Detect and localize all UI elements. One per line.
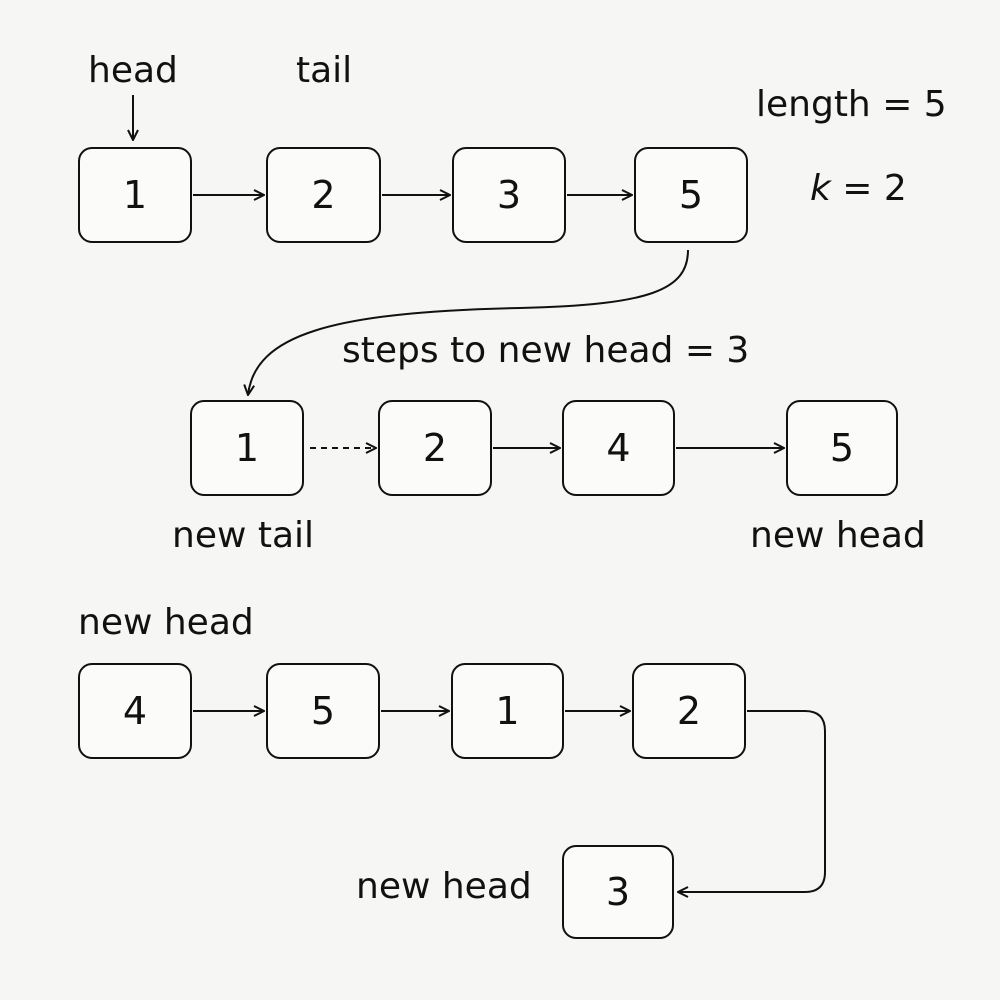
- k-variable: k: [810, 168, 831, 209]
- new-tail-label: new tail: [172, 515, 315, 556]
- k-value: = 2: [830, 168, 907, 209]
- row2-node-4: 5: [786, 400, 898, 496]
- row1-node-1: 1: [78, 147, 192, 243]
- wrap-around-curve-arrow: [248, 249, 689, 395]
- row2-node-1: 1: [190, 400, 304, 496]
- steps-label: steps to new head = 3: [342, 330, 750, 371]
- new-head-label-bottom: new head: [78, 602, 254, 643]
- row3-node-4: 2: [632, 663, 746, 759]
- row2-node-3: 4: [562, 400, 675, 496]
- extra-node-label: new head: [356, 866, 532, 907]
- tail-label: tail: [296, 50, 353, 91]
- row3-node-2: 5: [266, 663, 380, 759]
- elbow-arrow-to-extra-node: [678, 710, 826, 892]
- row3-node-3: 1: [451, 663, 564, 759]
- length-label: length = 5: [756, 84, 947, 125]
- head-label: head: [88, 50, 178, 91]
- row3-node-1: 4: [78, 663, 192, 759]
- new-head-label-middle: new head: [750, 515, 926, 556]
- row2-node-2: 2: [378, 400, 492, 496]
- row1-node-4: 5: [634, 147, 748, 243]
- row1-node-3: 3: [452, 147, 566, 243]
- row1-node-2: 2: [266, 147, 381, 243]
- k-label: k = 2: [810, 168, 907, 209]
- extra-node: 3: [562, 845, 674, 939]
